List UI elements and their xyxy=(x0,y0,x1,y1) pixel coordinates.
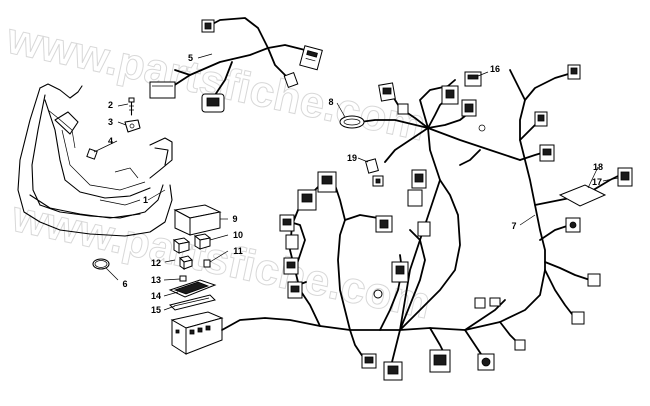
relay-part-12b xyxy=(179,255,193,270)
connector-8 xyxy=(339,115,365,129)
connector-mid-a xyxy=(317,171,337,193)
fuse-part-13 xyxy=(179,275,187,282)
callout-11: 11 xyxy=(233,246,243,256)
callout-2: 2 xyxy=(108,100,113,110)
connector-top-c xyxy=(461,99,477,117)
connector-bottom-c xyxy=(429,349,451,373)
callouts: 1 2 3 4 5 6 7 8 9 10 11 12 13 14 15 16 1… xyxy=(108,53,603,315)
connector-mid-b xyxy=(297,189,317,211)
connector-bottom-a xyxy=(361,353,377,369)
callout-5: 5 xyxy=(188,53,193,63)
callout-19: 19 xyxy=(347,153,357,163)
callout-4: 4 xyxy=(108,136,113,146)
callout-14: 14 xyxy=(151,291,161,301)
label-18 xyxy=(558,184,607,207)
callout-18: 18 xyxy=(593,162,603,172)
connector-center-a xyxy=(411,169,427,189)
connector-top-right xyxy=(567,64,581,80)
connector-mid-c xyxy=(279,214,295,232)
connector-19 xyxy=(365,158,384,187)
connector-mid-f xyxy=(287,281,303,299)
connector-small-right xyxy=(283,72,299,88)
headlight-harness xyxy=(149,17,323,113)
connector-center-e xyxy=(373,289,383,299)
connector-center-c xyxy=(417,221,431,237)
fuse-part-11 xyxy=(203,259,211,268)
callout-8: 8 xyxy=(328,97,333,107)
callout-10: 10 xyxy=(233,230,243,240)
connector-16 xyxy=(464,71,482,87)
relay-box-part-5 xyxy=(149,81,176,99)
connector-center-b xyxy=(407,189,423,207)
fuse-holder-part-15 xyxy=(169,294,216,311)
callout-12: 12 xyxy=(151,258,161,268)
clip-part-3 xyxy=(124,119,141,133)
callout-7: 7 xyxy=(511,221,516,231)
relay-part-12a xyxy=(172,237,191,254)
connector-center-f xyxy=(474,297,486,309)
connector-right-3 xyxy=(565,217,581,233)
connector-bottom-e xyxy=(514,339,526,351)
connector-bottom-d xyxy=(477,353,495,371)
connector-right-top xyxy=(299,45,323,71)
callout-9: 9 xyxy=(232,214,237,224)
connector-mid-d xyxy=(285,234,299,250)
connector-center-g xyxy=(489,297,501,307)
connector-top-b xyxy=(441,85,459,105)
relay-part-9 xyxy=(173,204,222,236)
connector-top-d xyxy=(397,103,409,115)
callout-3: 3 xyxy=(108,117,113,127)
connector-mid-e xyxy=(283,257,299,275)
callout-15: 15 xyxy=(151,305,161,315)
callout-16: 16 xyxy=(490,64,500,74)
ring-part-6 xyxy=(92,258,110,270)
connector-right-1 xyxy=(534,111,548,127)
callout-17: 17 xyxy=(592,177,602,187)
connector-right-4 xyxy=(587,273,601,287)
connector-bottom-b xyxy=(383,361,403,381)
ring-terminal xyxy=(478,124,486,132)
grommet-part-4 xyxy=(86,148,98,160)
headlight-housing xyxy=(17,83,173,237)
connector-right-5 xyxy=(571,311,585,325)
leader-lines xyxy=(93,53,619,311)
fuse-panel-part-14 xyxy=(168,279,217,298)
connector-bulb xyxy=(201,93,225,113)
callout-6: 6 xyxy=(122,279,127,289)
connector-right-2 xyxy=(539,144,555,162)
fuse-block-base xyxy=(170,311,224,355)
callout-1: 1 xyxy=(143,195,148,205)
connector-top-a xyxy=(378,82,396,102)
connector-center-d xyxy=(391,261,409,283)
connector-mid-g xyxy=(375,215,393,233)
connector-17 xyxy=(617,167,633,187)
screw-part-2 xyxy=(128,97,135,116)
callout-13: 13 xyxy=(151,275,161,285)
relay-part-10 xyxy=(193,233,212,250)
